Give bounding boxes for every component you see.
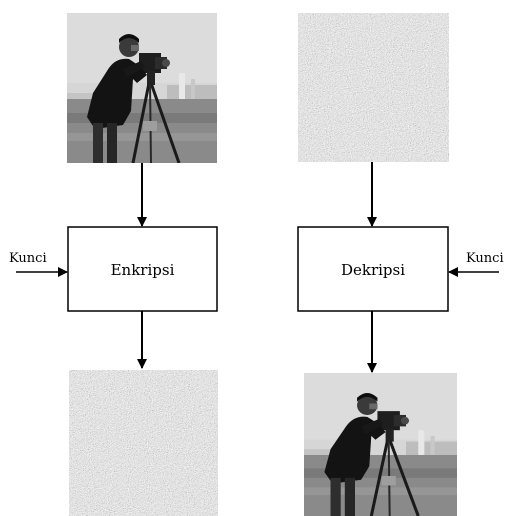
cipher-image-bottom bbox=[69, 370, 218, 516]
encrypt-label: Enkripsi bbox=[111, 261, 175, 279]
decrypt-box: Dekripsi bbox=[297, 226, 449, 312]
plain-image-top bbox=[67, 13, 217, 163]
cipher-image-top bbox=[298, 13, 449, 162]
key-right-label: Kunci bbox=[466, 251, 504, 266]
key-left-label: Kunci bbox=[9, 251, 47, 266]
encrypt-box: Enkripsi bbox=[67, 226, 218, 312]
decrypt-label: Dekripsi bbox=[341, 261, 405, 279]
plain-image-bottom bbox=[304, 373, 457, 516]
